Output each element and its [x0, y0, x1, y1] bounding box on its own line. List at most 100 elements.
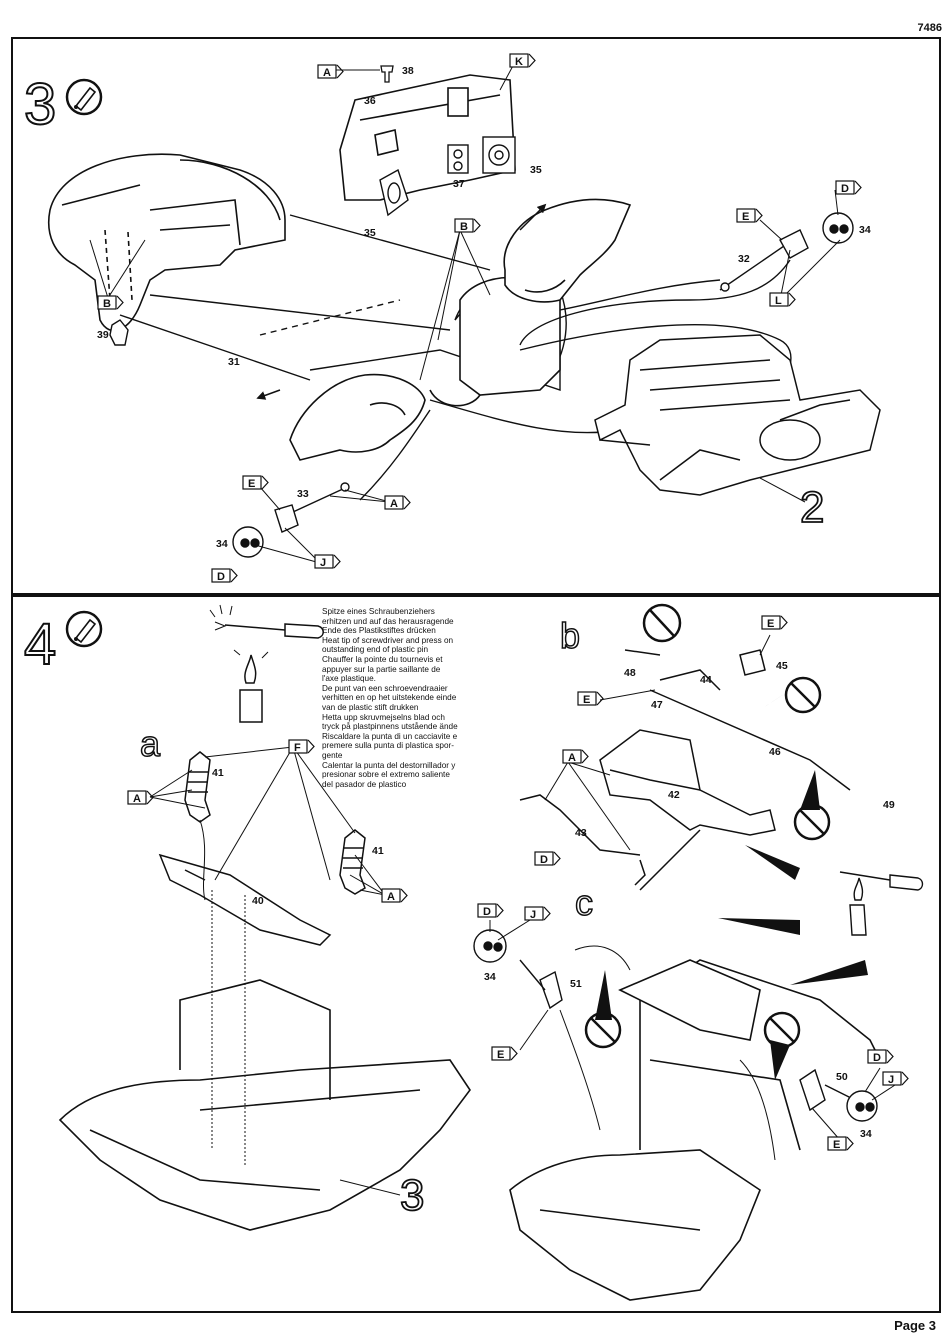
part-number: 41: [212, 767, 224, 779]
instruction-line: De punt van een schroevendraaier: [322, 683, 448, 693]
car-body-shell: [48, 153, 286, 332]
instruction-line: Riscaldare la punta di un cacciavite e: [322, 731, 458, 741]
instruction-line: Calentar la punta del destornillador y: [322, 760, 456, 770]
step4a-label: a: [140, 723, 161, 764]
sprue-tag: L: [769, 292, 796, 307]
part-number: 44: [700, 674, 712, 686]
step4-header: 4: [23, 610, 103, 678]
gauge-35-left: [379, 168, 409, 217]
instruction-line: Heat tip of screwdriver and press on: [322, 635, 454, 645]
subassembly-2-leader: [759, 477, 806, 503]
svg-text:J: J: [320, 557, 326, 569]
svg-text:E: E: [767, 618, 774, 630]
svg-text:L: L: [775, 295, 782, 307]
cap-34-c-right: [846, 1090, 878, 1122]
sprue-tag: E: [491, 1046, 518, 1061]
sprue-tag: A: [381, 888, 408, 903]
part-number: 34: [484, 971, 496, 983]
instruction-line: erhitzen und auf das herausragende: [322, 616, 454, 626]
glue-icon: [65, 78, 103, 116]
sprue-tag: D: [835, 180, 862, 195]
instruction-line: verhitten en op het uitstekende einde: [322, 693, 457, 703]
part-number: 38: [402, 65, 414, 77]
part-number: 48: [624, 667, 636, 679]
screwdriver-icon: [209, 604, 324, 639]
svg-text:A: A: [390, 498, 398, 510]
part-number: 41: [372, 845, 384, 857]
svg-text:A: A: [387, 891, 395, 903]
front-bumper-assembly: [58, 979, 471, 1231]
sprue-tag: D: [211, 568, 238, 583]
part-number: 47: [651, 699, 663, 711]
svg-text:A: A: [568, 752, 576, 764]
svg-text:J: J: [888, 1074, 894, 1086]
sprue-tag: E: [242, 475, 269, 490]
sprue-tag: A: [317, 64, 344, 79]
front-assembly-c: [509, 959, 881, 1301]
part-number: 31: [228, 356, 240, 368]
sprue-tag: E: [736, 208, 763, 223]
part-number: 43: [575, 827, 587, 839]
engine-subassembly: [594, 334, 881, 496]
gauge-37: [447, 144, 469, 174]
part-number: 51: [570, 978, 582, 990]
instruction-line: l'axe plastique.: [322, 674, 376, 684]
sprue-tags: A K B B D E L E A J D F A A E E A D D J …: [97, 53, 909, 1151]
step4-panel: [11, 595, 941, 1313]
tie-rod-51: [519, 959, 563, 1010]
kit-code: 7486: [917, 22, 942, 34]
hand-left-lower: [289, 373, 426, 461]
sprue-tag: K: [509, 53, 536, 68]
direction-arrow-up: [519, 203, 547, 231]
svg-text:A: A: [323, 67, 331, 79]
step4b-label: b: [560, 615, 580, 656]
spring-41-left: [184, 751, 211, 823]
svg-text:J: J: [530, 909, 536, 921]
instruction-line: van de plastic stift drukken: [322, 702, 419, 712]
sprue-tag: B: [97, 295, 124, 310]
svg-text:B: B: [103, 298, 111, 310]
clip-39: [109, 319, 129, 346]
svg-text:E: E: [833, 1139, 840, 1151]
subassembly-3-leader: [339, 1179, 401, 1196]
no-glue-icon: [763, 1011, 801, 1049]
hand-right-upper: [503, 198, 632, 303]
no-glue-icon: [784, 676, 822, 714]
svg-text:F: F: [294, 742, 301, 754]
instruction-line: del pasador de plastico: [322, 779, 407, 789]
instruction-line: Hetta upp skruvmejselns blad och: [322, 712, 445, 722]
svg-text:A: A: [133, 793, 141, 805]
sprue-tag: B: [454, 218, 481, 233]
instruction-line: appuyer sur la partie saillante de: [322, 664, 441, 674]
step4c-label: c: [575, 882, 593, 923]
instruction-line: Spitze eines Schraubenziehers: [322, 607, 435, 616]
svg-text:B: B: [460, 221, 468, 233]
instruction-line: premere sulla punta di plastica spor-: [322, 741, 454, 751]
part-number: 49: [883, 799, 895, 811]
part-number: 36: [364, 95, 376, 107]
gauge-35-right: [482, 136, 516, 174]
sprue-tag: A: [562, 749, 589, 764]
sprue-tag: J: [314, 554, 341, 569]
sprue-tag: A: [127, 790, 154, 805]
part-number: 37: [453, 178, 465, 190]
firewall-panel-36: [339, 74, 516, 201]
step3-subassembly-number: 2: [800, 483, 824, 532]
sprue-tag: E: [827, 1136, 854, 1151]
spring-41-right: [339, 829, 366, 895]
instruction-line: presionar sobre el extremo saliente: [322, 770, 450, 780]
part-number: 33: [297, 488, 309, 500]
svg-text:K: K: [515, 56, 523, 68]
instruction-line: tryck på plastpinnens utstående ände: [322, 722, 458, 732]
speedo-drive-32: [719, 229, 809, 292]
part-number: 39: [97, 329, 109, 341]
part-number: 35: [364, 227, 376, 239]
heat-pin-instructions: Spitze eines Schraubenziehers erhitzen u…: [322, 607, 484, 789]
part-number: 35: [530, 164, 542, 176]
step3-number: 3: [24, 72, 56, 137]
svg-text:E: E: [248, 478, 255, 490]
step4-number: 4: [24, 612, 56, 677]
sprue-tag: J: [882, 1071, 909, 1086]
cap-34-upper: [822, 212, 854, 244]
sprue-tag: D: [534, 851, 561, 866]
